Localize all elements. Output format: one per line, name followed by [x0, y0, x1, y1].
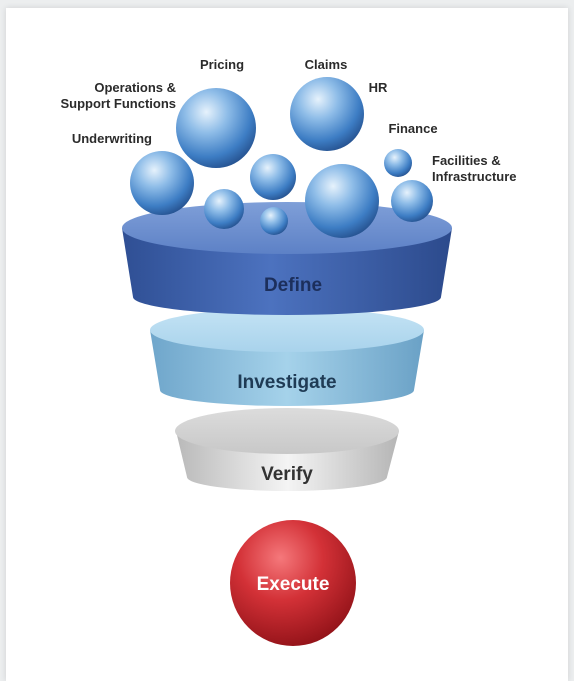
investigate-label: Investigate: [237, 372, 336, 393]
stage-execute: Execute: [230, 520, 356, 646]
stage-define: Define: [122, 202, 452, 315]
verify-label: Verify: [261, 464, 313, 485]
bubble-operations: [176, 88, 256, 168]
label-facilities-line2: Infrastructure: [432, 169, 517, 184]
label-finance: Finance: [388, 121, 437, 136]
label-facilities-line1: Facilities &: [432, 153, 501, 168]
label-operations-line1: Operations &: [94, 80, 176, 95]
bubble-pricing: [250, 154, 296, 200]
stage-verify: Verify: [175, 408, 399, 491]
input-labels: Pricing Claims HR Operations & Support F…: [60, 57, 516, 184]
verify-funnel-top: [175, 408, 399, 454]
bubble-claims: [290, 77, 364, 151]
label-underwriting: Underwriting: [72, 131, 152, 146]
bubble-finance: [384, 149, 412, 177]
input-bubbles: [130, 77, 433, 238]
define-label: Define: [264, 275, 322, 296]
label-pricing: Pricing: [200, 57, 244, 72]
execute-label: Execute: [257, 574, 330, 595]
bubble-tiny-center: [260, 207, 288, 235]
execute-circle: [230, 520, 356, 646]
label-claims: Claims: [305, 57, 348, 72]
bubble-small-left: [204, 189, 244, 229]
bubble-facilities: [391, 180, 433, 222]
label-hr: HR: [369, 80, 388, 95]
stage-investigate: Investigate: [150, 308, 424, 406]
bubble-underwriting: [130, 151, 194, 215]
bubble-hr: [305, 164, 379, 238]
label-operations-line2: Support Functions: [60, 96, 176, 111]
investigate-funnel-top: [150, 308, 424, 352]
